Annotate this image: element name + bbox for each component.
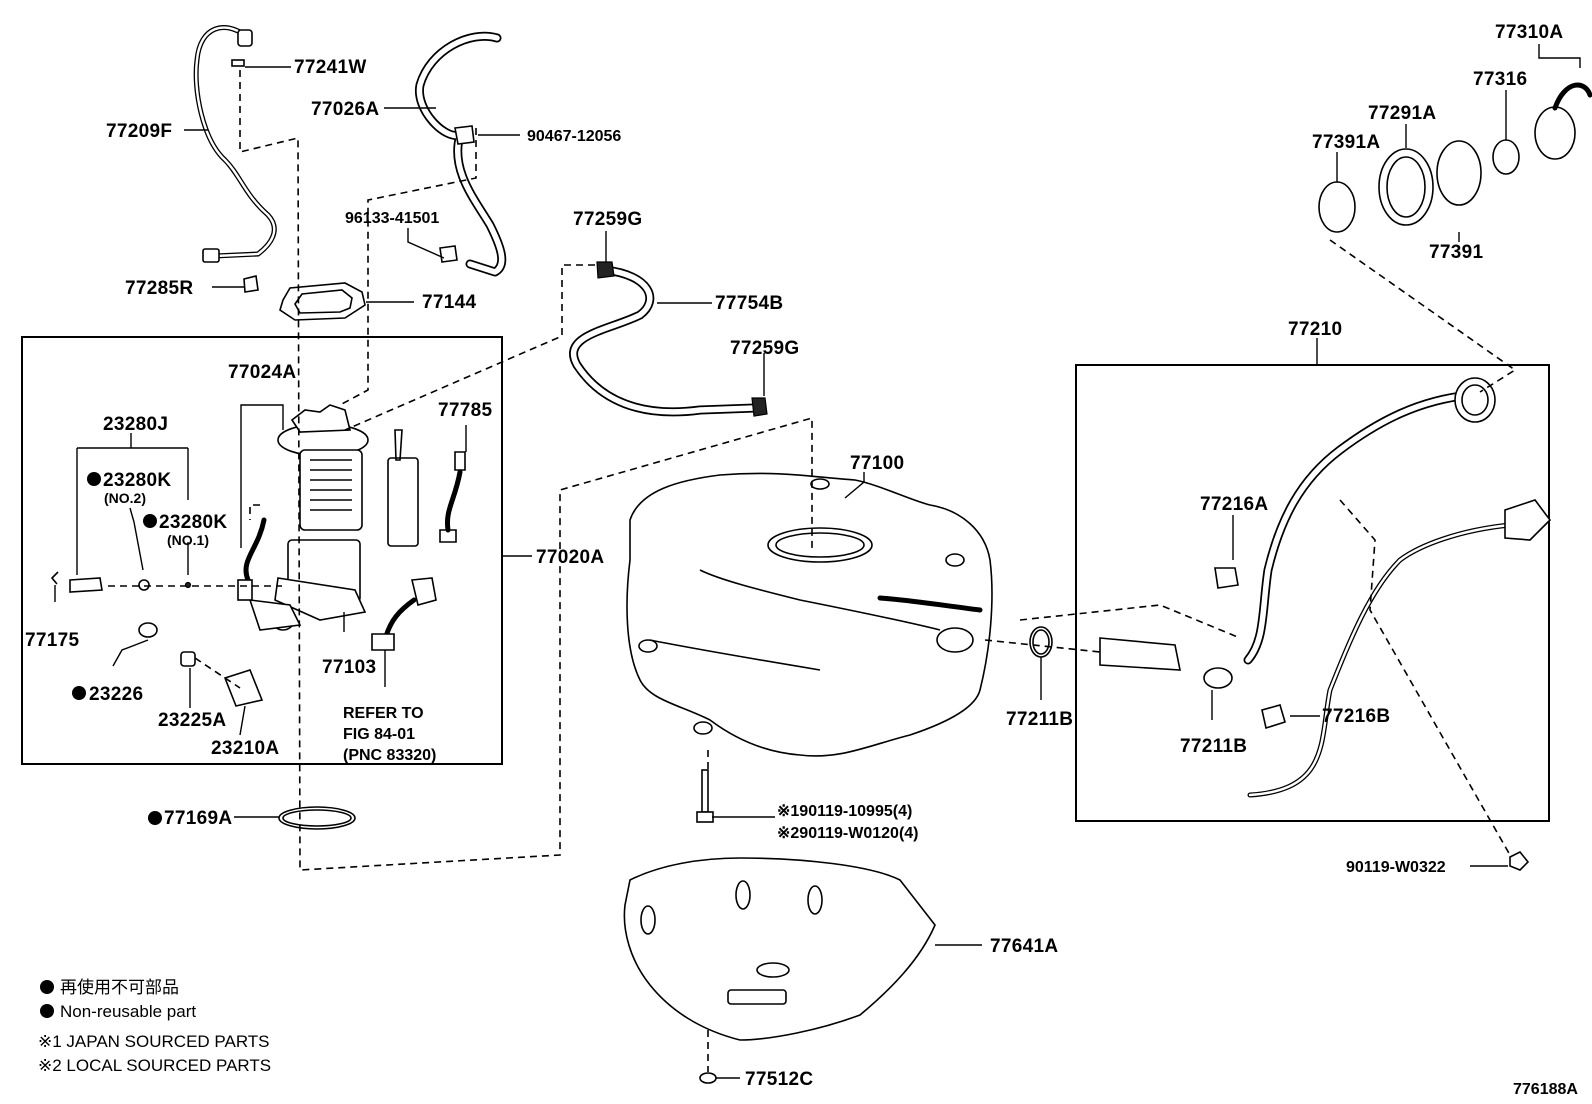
label-77241w: 77241W: [294, 57, 367, 78]
grommet-77512c-part: [699, 1072, 717, 1084]
refer-line-2: FIG 84-01: [343, 726, 415, 743]
label-96133-41501: 96133-41501: [345, 210, 439, 227]
label-77103: 77103: [322, 657, 376, 678]
legend: 再使用不可部品 Non-reusable part ※1 JAPAN SOURC…: [38, 977, 271, 1075]
label-77026a: 77026A: [311, 99, 379, 120]
reference-lines: [108, 70, 1517, 1072]
bolt-90119-w0322-part: [1509, 850, 1530, 871]
label-77785: 77785: [438, 400, 492, 421]
gasket-77144-part: [279, 282, 366, 321]
bolt-90119-part: [696, 769, 714, 823]
label-23280j: 23280J: [103, 414, 168, 435]
label-77100: 77100: [850, 453, 904, 474]
label-77211b-a: 77211B: [1006, 709, 1073, 730]
legend-local-sourced: ※2 LOCAL SOURCED PARTS: [38, 1056, 271, 1075]
label-23225a: 23225A: [158, 710, 226, 731]
legend-japan-sourced: ※1 JAPAN SOURCED PARTS: [38, 1032, 270, 1051]
label-77316: 77316: [1473, 69, 1527, 90]
fuel-tank-part: [626, 472, 993, 757]
label-77210: 77210: [1288, 319, 1342, 340]
label-77259g-top: 77259G: [573, 209, 642, 230]
label-77285r: 77285R: [125, 278, 193, 299]
label-77512c: 77512C: [745, 1069, 813, 1090]
label-77020a: 77020A: [536, 547, 604, 568]
label-77216b: 77216B: [1322, 706, 1390, 727]
figure-code: 776188A: [1513, 1081, 1578, 1098]
refer-line-1: REFER TO: [343, 705, 424, 722]
refer-line-3: (PNC 83320): [343, 747, 436, 764]
legend-dot-icon: [40, 980, 54, 994]
label-77754b: 77754B: [715, 293, 783, 314]
label-77391a: 77391A: [1312, 132, 1380, 153]
label-90119-w0120: ※290119-W0120(4): [777, 825, 919, 842]
legend-non-reusable-en: Non-reusable part: [60, 1002, 196, 1021]
label-77169a: 77169A: [164, 808, 232, 829]
hose-77754b-part: [569, 261, 768, 417]
label-77211b-b: 77211B: [1180, 736, 1247, 757]
protector-77641a-part: [623, 857, 936, 1041]
o-ring-77169a-part: [278, 806, 356, 830]
label-23280k-no2-sub: (NO.2): [104, 490, 146, 506]
label-90119-w0322: 90119-W0322: [1346, 859, 1446, 876]
label-77641a: 77641A: [990, 936, 1058, 957]
label-77175: 77175: [25, 630, 79, 651]
label-77291a: 77291A: [1368, 103, 1436, 124]
label-90467-12056: 90467-12056: [527, 128, 621, 145]
hose-77026a-part: [415, 31, 507, 277]
non-reusable-dot-icon: [87, 472, 101, 486]
label-90119-10995: ※190119-10995(4): [777, 803, 912, 820]
fuel-pump-assembly-box: [21, 336, 503, 765]
fuel-cap-group: [1318, 82, 1592, 233]
non-reusable-dot-icon: [72, 686, 86, 700]
label-23226: 23226: [89, 684, 143, 705]
part-labels: 77241W 77209F 77026A 90467-12056 96133-4…: [25, 22, 1563, 1090]
label-23280k-no1: 23280K: [159, 512, 227, 533]
label-23280k-no1-sub: (NO.1): [167, 532, 209, 548]
leader-lines: [54, 44, 1581, 1079]
label-77391: 77391: [1429, 242, 1483, 263]
non-reusable-dot-icon: [148, 811, 162, 825]
label-77259g-mid: 77259G: [730, 338, 799, 359]
fuel-pump-part: [50, 404, 466, 707]
label-77216a: 77216A: [1200, 494, 1268, 515]
label-77310a: 77310A: [1495, 22, 1563, 43]
filler-pipe-part: [1099, 377, 1552, 798]
label-23210a: 23210A: [211, 738, 279, 759]
label-77024a: 77024A: [228, 362, 296, 383]
label-77209f: 77209F: [106, 121, 172, 142]
wire-harness-part: [193, 25, 277, 293]
non-reusable-dot-icon: [143, 514, 157, 528]
label-23280k-no2: 23280K: [103, 470, 171, 491]
legend-non-reusable-jp: 再使用不可部品: [60, 977, 179, 997]
legend-dot-icon: [40, 1004, 54, 1018]
label-77144: 77144: [422, 292, 476, 313]
filler-pipe-assembly-box: [1075, 364, 1550, 822]
